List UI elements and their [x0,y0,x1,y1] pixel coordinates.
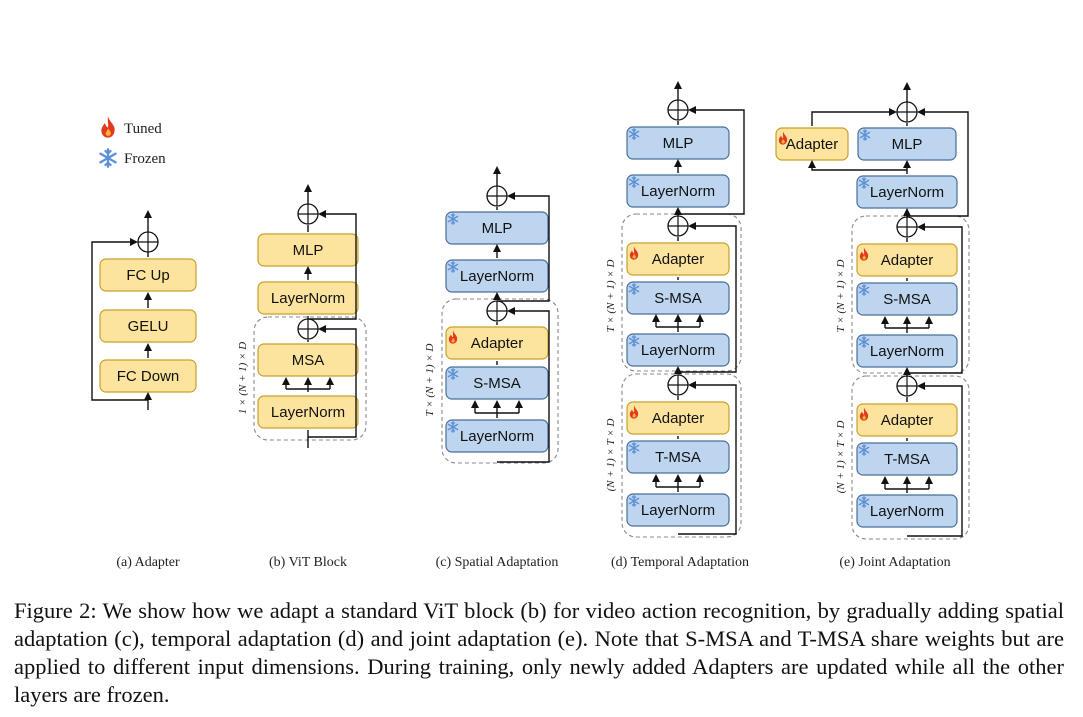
figure-caption: Figure 2: We show how we adapt a standar… [14,598,1064,707]
legend-tuned: Tuned [124,121,162,137]
flame-icon [101,116,115,138]
layernorm-block-label: LayerNorm [460,268,534,285]
layernorm-block-label: LayerNorm [271,290,345,307]
mlp-block-label: MLP [892,136,923,153]
adapter-block [445,326,549,360]
layernorm-block-label: LayerNorm [641,502,715,519]
subcaption-a: (a) Adapter [116,555,180,570]
layernorm-block [626,493,730,527]
adapter-block-label: Adapter [471,335,524,352]
layernorm-block-label: LayerNorm [460,428,534,445]
dim-label-temporal: (N + 1) × T × D [835,421,847,494]
adapter-block-label: Adapter [881,412,934,429]
subcaption-e: (e) Joint Adaptation [839,555,950,570]
adapter-block [856,243,958,277]
t-msa-block-label: T-MSA [655,449,701,466]
dim-label-spatial: T × (N + 1) × D [835,260,847,333]
skip-connection [907,223,963,374]
subcaption-c: (c) Spatial Adaptation [436,555,559,570]
adapter-block-label: Adapter [652,410,705,427]
skip-connection [678,381,737,535]
adapter-block-label: Adapter [786,136,839,153]
skip-connection [678,106,745,215]
adapter-block-label: Adapter [881,252,934,269]
skip-connection [308,210,357,320]
layernorm-block [257,281,359,315]
gelu-block-label: GELU [128,318,169,335]
skip-connection [91,238,148,401]
gelu-block [99,309,197,343]
msa-block [257,343,359,377]
dim-label-spatial: T × (N + 1) × D [605,260,617,333]
skip-connection [907,382,963,537]
subcaption-b: (b) ViT Block [269,555,347,570]
fc-up-block-label: FC Up [126,267,169,284]
s-msa-block-label: S-MSA [654,290,702,307]
adapter-input [808,160,907,171]
mlp-block-label: MLP [293,242,324,259]
adapter-block-label: Adapter [652,251,705,268]
skip-connection [308,325,357,438]
fc-down-block-label: FC Down [117,368,180,385]
adapter-output [811,108,897,126]
layernorm-block-label: LayerNorm [641,342,715,359]
layernorm-block-label: LayerNorm [271,404,345,421]
skip-connection [678,222,737,373]
subcaption-d: (d) Temporal Adaptation [611,555,749,570]
s-msa-block-label: S-MSA [883,291,931,308]
layernorm-block-label: LayerNorm [641,183,715,200]
layernorm-block [445,419,549,453]
layernorm-block-label: LayerNorm [870,184,944,201]
block-group-msa [253,316,367,441]
t-msa-block-label: T-MSA [884,451,930,468]
adapter-block [856,403,958,437]
mlp-block-label: MLP [663,135,694,152]
t-msa-block [856,442,958,476]
t-msa-block [626,440,730,474]
skip-connection [497,192,550,302]
fc-up-block [99,258,197,292]
legend-frozen: Frozen [124,151,166,167]
layernorm-block-label: LayerNorm [870,503,944,520]
mlp-block-label: MLP [482,220,513,237]
adapter-block [626,401,730,435]
block-group-temporal [621,373,742,538]
skip-connection [497,307,550,463]
s-msa-block [856,282,958,316]
dim-label-spatial: T × (N + 1) × D [424,344,436,417]
dim-label-vit: 1 × (N + 1) × D [237,342,249,414]
layernorm-block-label: LayerNorm [870,343,944,360]
adapter-block [626,242,730,276]
snowflake-icon [99,148,117,168]
msa-block-label: MSA [292,352,325,369]
dim-label-temporal: (N + 1) × T × D [605,419,617,492]
skip-connection [907,108,969,217]
layernorm-block [257,395,359,429]
s-msa-block [445,366,549,400]
s-msa-block-label: S-MSA [473,375,521,392]
layernorm-block [856,494,958,528]
